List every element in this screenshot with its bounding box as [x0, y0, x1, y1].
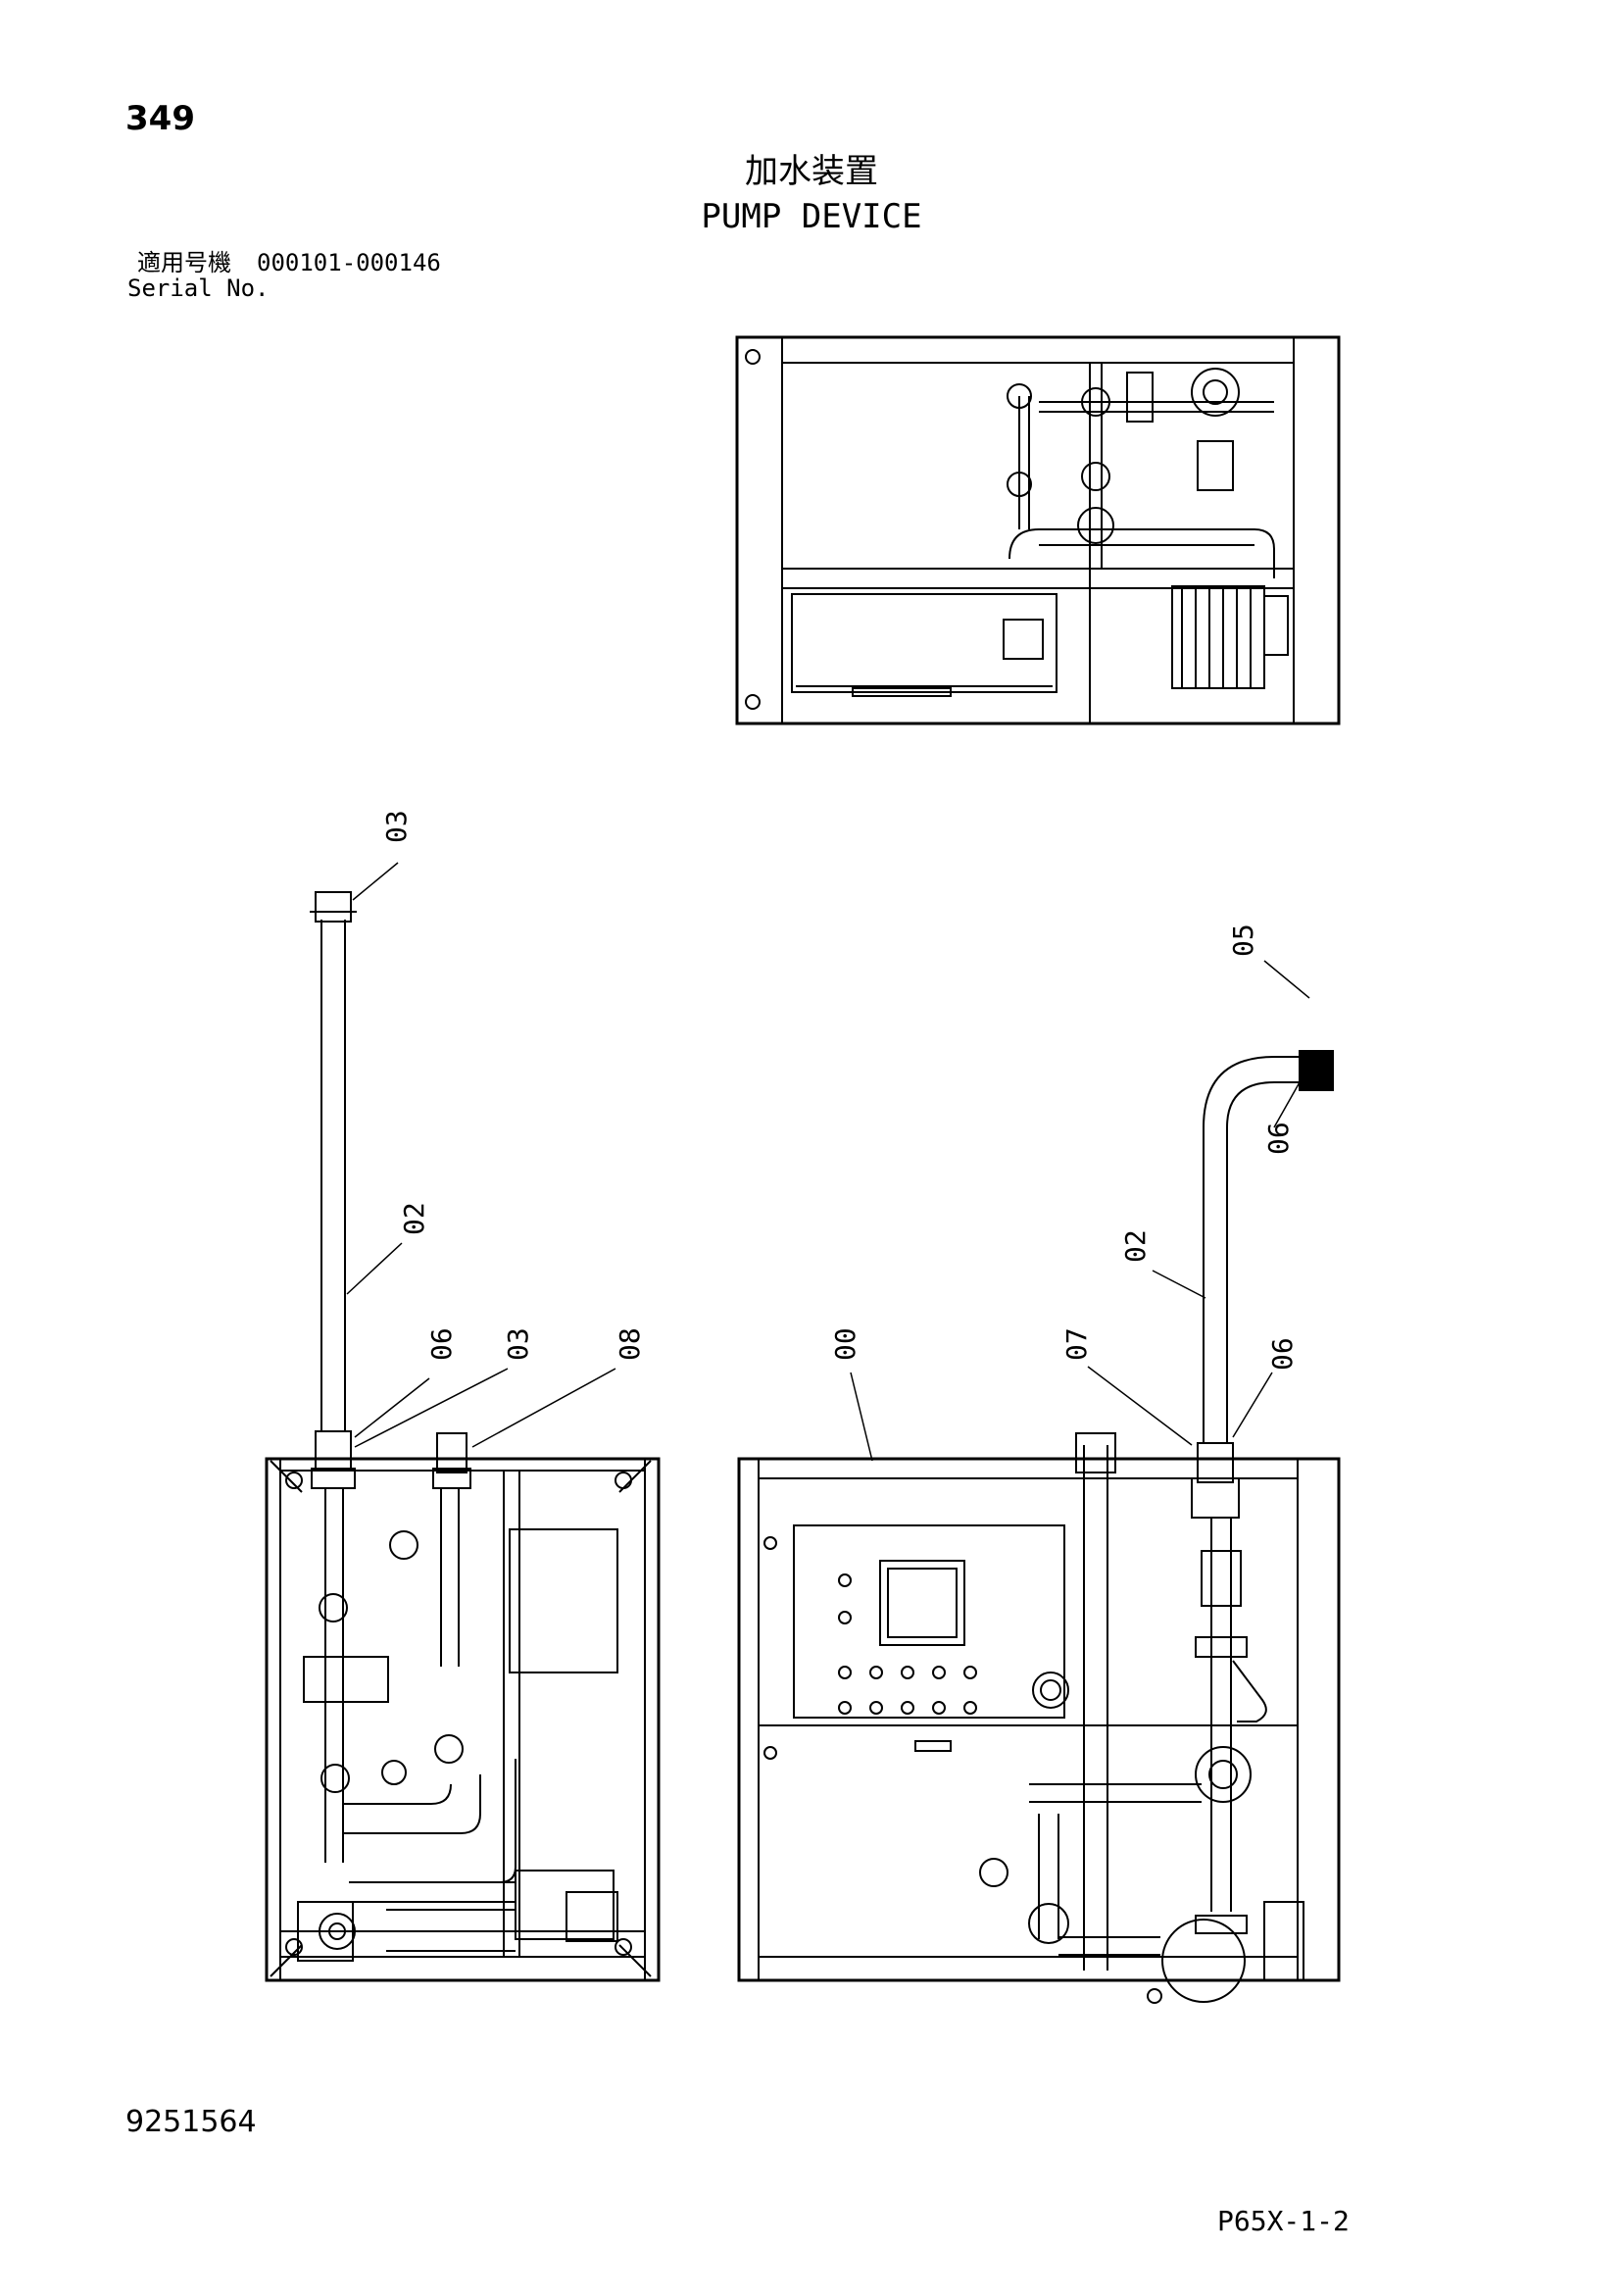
title-english: PUMP DEVICE — [701, 197, 922, 236]
front-view — [737, 1050, 1341, 2004]
callout-left-06: 06 — [425, 1327, 458, 1361]
top-view — [735, 335, 1341, 725]
page-code: P65X-1-2 — [1217, 2205, 1350, 2237]
callout-left-02: 02 — [398, 1202, 430, 1235]
leader-right-00 — [850, 1372, 873, 1462]
left-side-view — [265, 891, 661, 1982]
serial-range: 000101-000146 — [257, 249, 441, 276]
leader-right-06-bottom — [1232, 1372, 1273, 1438]
serial-label-japanese: 適用号機 — [137, 249, 231, 276]
callout-right-00: 00 — [829, 1327, 861, 1361]
leader-left-06 — [354, 1377, 430, 1438]
leader-left-03-bottom — [354, 1368, 509, 1448]
callout-left-03-bottom: 03 — [502, 1327, 534, 1361]
leader-right-02 — [1152, 1270, 1206, 1299]
page-number: 349 — [125, 99, 195, 138]
leader-lines — [346, 862, 1310, 1462]
callout-right-06-top: 06 — [1262, 1122, 1295, 1155]
leader-right-05 — [1263, 960, 1310, 999]
callout-right-02: 02 — [1119, 1229, 1152, 1263]
callout-left-03-top: 03 — [380, 810, 413, 843]
callout-right-07: 07 — [1060, 1327, 1093, 1361]
leader-left-08 — [471, 1368, 616, 1448]
callout-right-05: 05 — [1227, 923, 1259, 957]
leader-left-02 — [346, 1242, 403, 1295]
callout-right-06-bottom: 06 — [1266, 1337, 1299, 1371]
leader-right-07 — [1087, 1366, 1193, 1446]
leader-left-03-top — [352, 862, 399, 901]
callout-left-08: 08 — [614, 1327, 646, 1361]
serial-label-english: Serial No. — [127, 275, 270, 302]
leader-right-06-top — [1273, 1081, 1301, 1128]
document-number: 9251564 — [125, 2105, 257, 2139]
title-japanese: 加水装置 — [745, 152, 878, 191]
